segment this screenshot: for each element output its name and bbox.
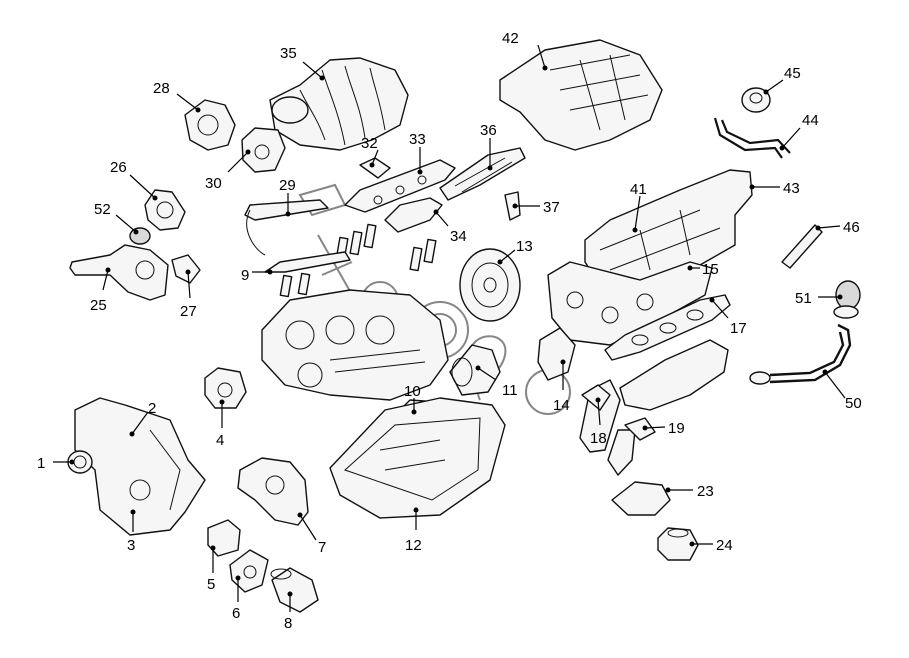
label-42: 42 [502,30,519,47]
part-26-thermostat-housing [144,189,186,231]
part-28-throttle-body [184,99,236,151]
part-51-cap [833,280,861,319]
part-18-heat-shield [581,384,611,411]
label-30: 30 [205,175,222,192]
part-52-cap [129,227,151,245]
label-41: 41 [630,181,647,198]
label-9: 9 [241,267,249,284]
part-23-bracket [611,481,671,516]
part-27-hose [171,254,201,284]
label-19: 19 [668,420,685,437]
label-34: 34 [450,228,467,245]
label-23: 23 [697,483,714,500]
label-2: 2 [148,400,156,417]
label-24: 24 [716,537,733,554]
label-5: 5 [207,576,215,593]
part-4-water-pump [204,367,247,409]
part-25-water-outlet [69,244,169,301]
label-45: 45 [784,65,801,82]
label-11: 11 [502,382,518,399]
part-12-oil-pan [329,397,506,519]
label-1: 1 [37,455,45,472]
label-52: 52 [94,201,111,218]
label-37: 37 [543,199,560,216]
label-12: 12 [405,537,422,554]
label-14: 14 [553,397,570,414]
label-26: 26 [110,159,127,176]
part-50-breather-tube [749,323,852,385]
label-46: 46 [843,219,860,236]
label-25: 25 [90,297,107,314]
part-17-gasket [604,294,731,361]
part-34-gasket [384,197,443,233]
label-4: 4 [216,432,224,449]
label-15: 15 [702,261,719,278]
label-13: 13 [516,238,533,255]
label-27: 27 [180,303,197,320]
callouts: 1 2 3 4 5 6 7 8 9 10 11 12 13 [37,30,862,632]
part-7-oil-pump [237,457,309,526]
part-8-oil-filter [270,567,319,613]
part-3-timing-cover [74,397,206,536]
part-6-mount [229,549,269,593]
label-29: 29 [279,177,296,194]
label-28: 28 [153,80,170,97]
part-42-engine-cover [499,39,663,151]
label-36: 36 [480,122,497,139]
label-8: 8 [284,615,292,632]
label-43: 43 [783,180,800,197]
label-18: 18 [590,430,607,447]
label-3: 3 [127,537,135,554]
label-6: 6 [232,605,240,622]
part-45-valve [741,87,771,113]
part-32-gasket [359,157,391,179]
label-33: 33 [409,131,426,148]
part-44-hose [713,117,791,159]
label-35: 35 [280,45,297,62]
part-43-valve-cover [584,169,753,286]
part-35-intake-manifold [269,57,409,151]
part-24-engine-mount [657,527,699,561]
label-50: 50 [845,395,862,412]
label-10: 10 [404,383,421,400]
label-51: 51 [795,290,812,307]
part-33-gasket [344,159,456,213]
part-30-housing [241,127,286,173]
label-32: 32 [361,135,378,152]
part-14-gasket [537,327,576,381]
part-29-fuel-rail [244,199,437,272]
part-5-mount [207,519,241,557]
part-11-filter [449,344,501,396]
label-44: 44 [802,112,819,129]
part-13-flywheel [459,248,521,322]
part-46-sensor [781,224,823,269]
label-17: 17 [730,320,747,337]
label-7: 7 [318,539,326,556]
engine-block [261,289,449,401]
part-36-gasket [439,147,526,201]
part-19-bracket [624,417,656,441]
